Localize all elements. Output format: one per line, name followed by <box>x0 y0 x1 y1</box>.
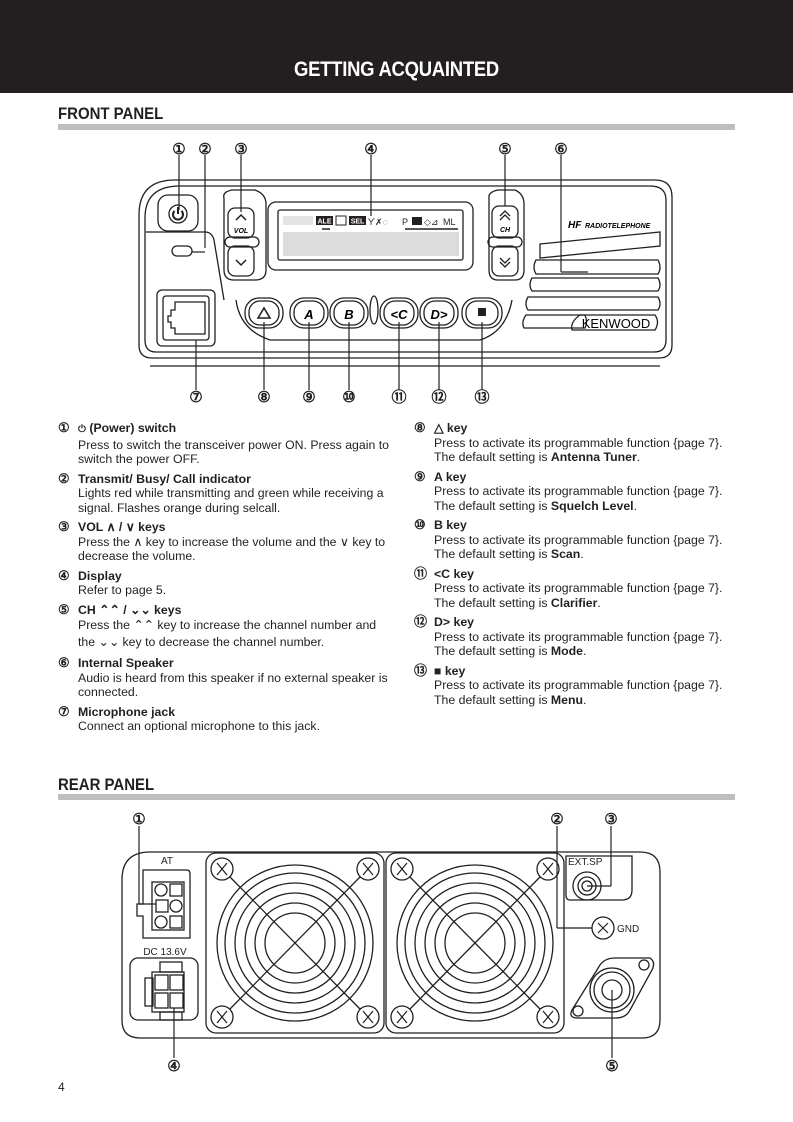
page-title: GETTING ACQUAINTED <box>293 58 500 81</box>
page-number: 4 <box>58 1080 65 1094</box>
front-panel-heading: FRONT PANEL <box>58 104 164 123</box>
ch-up-icon[interactable] <box>499 210 511 221</box>
rear-callout-1: ① <box>132 811 145 828</box>
front-panel-rule <box>58 124 735 130</box>
front-callout-8: ⑧ <box>257 389 270 406</box>
key-b[interactable]: B <box>344 307 353 322</box>
desc-item-a-key: ⑨ A key Press to activate its programmab… <box>414 468 723 513</box>
key-menu[interactable] <box>478 308 486 316</box>
vol-up-icon[interactable] <box>235 213 247 221</box>
desc-item-power: ① ⏻ (Power) switch Press to switch the t… <box>58 420 389 466</box>
ch-label: CH <box>500 227 511 234</box>
front-callout-6: ⑥ <box>554 141 567 158</box>
at-port-label: AT <box>161 856 173 867</box>
svg-text:ϒ✗◌: ϒ✗◌ <box>368 217 388 227</box>
rear-panel-rule <box>58 794 735 800</box>
desc-item-triangle-key: ⑧ △ key Press to activate its programmab… <box>414 420 723 464</box>
svg-text:P: P <box>402 217 408 227</box>
power-button[interactable] <box>168 204 188 224</box>
gnd-label: GND <box>617 924 639 935</box>
rear-callout-2: ② <box>550 811 563 828</box>
desc-item-speaker: ⑥ Internal Speaker Audio is heard from t… <box>58 655 388 699</box>
front-panel-descriptions-left: ① ⏻ (Power) switch Press to switch the t… <box>58 420 393 739</box>
brand-logo: KENWOOD <box>582 316 651 331</box>
desc-item-d-key: ⑫ D> key Press to activate its programma… <box>414 614 723 658</box>
desc-item-c-key: ⑪ <C key Press to activate its programma… <box>414 565 723 610</box>
desc-item-indicator: ② Transmit/ Busy/ Call indicator Lights … <box>58 470 384 515</box>
ch-down-icon[interactable] <box>499 257 511 268</box>
dc-port-label: DC 13.6V <box>143 947 187 958</box>
front-panel-diagram: VOL CH ALE SEL ϒ✗◌ P ◇⊿ ML HF RADIOTELEP… <box>138 141 673 406</box>
front-callout-1: ① <box>172 141 185 158</box>
front-callout-7: ⑦ <box>189 389 202 406</box>
front-callout-3: ③ <box>234 141 247 158</box>
lcd-display: ALE SEL ϒ✗◌ P ◇⊿ ML <box>283 215 459 256</box>
svg-text:ALE: ALE <box>318 219 332 226</box>
model-label: HF <box>568 220 582 231</box>
rear-callout-3: ③ <box>604 811 617 828</box>
ext-sp-label: EXT.SP <box>568 857 603 868</box>
key-triangle[interactable] <box>256 306 272 319</box>
desc-item-vol: ③ VOL ∧ / ∨ keys Press the ∧ key to incr… <box>58 519 386 563</box>
key-a[interactable]: A <box>303 307 313 322</box>
desc-item-ch: ⑤ CH ⌃⌃ / ⌄⌄ keys Press the ⌃⌃ key to in… <box>58 601 377 649</box>
rear-callout-5: ⑤ <box>605 1058 618 1075</box>
front-callout-5: ⑤ <box>498 141 511 158</box>
page-header: GETTING ACQUAINTED <box>0 0 793 93</box>
front-callout-13: ⑬ <box>474 388 489 406</box>
vol-down-icon[interactable] <box>235 259 247 267</box>
desc-item-b-key: ⑩ B key Press to activate its programmab… <box>414 517 723 561</box>
front-callout-10: ⑩ <box>342 389 355 406</box>
rear-panel-heading: REAR PANEL <box>58 775 155 794</box>
rear-callout-4: ④ <box>167 1058 180 1075</box>
front-callout-2: ② <box>198 141 211 158</box>
svg-text:SEL: SEL <box>351 219 365 226</box>
power-icon: ⏻ <box>78 424 86 435</box>
desc-item-display: ④ Display Refer to page 5. <box>58 567 167 597</box>
key-c[interactable]: <C <box>391 307 409 322</box>
desc-item-menu-key: ⑬ ■ key Press to activate its programmab… <box>414 662 723 707</box>
desc-item-mic: ⑦ Microphone jack Connect an optional mi… <box>58 703 320 733</box>
front-callout-11: ⑪ <box>391 388 406 406</box>
rear-panel-diagram: AT DC 13.6V EXT.SP GND ① ② ③ ④ ⑤ <box>121 811 661 1075</box>
front-callout-12: ⑫ <box>431 388 446 406</box>
svg-text:◇⊿: ◇⊿ <box>424 217 438 227</box>
model-sublabel: RADIOTELEPHONE <box>585 223 651 230</box>
front-callout-9: ⑨ <box>302 389 315 406</box>
vol-label: VOL <box>234 228 248 235</box>
key-d[interactable]: D> <box>431 307 448 322</box>
front-panel-descriptions-right: ⑧ △ key Press to activate its programmab… <box>414 420 744 712</box>
power-icon <box>172 207 184 221</box>
front-callout-4: ④ <box>364 141 377 158</box>
svg-text:ML: ML <box>443 217 456 227</box>
